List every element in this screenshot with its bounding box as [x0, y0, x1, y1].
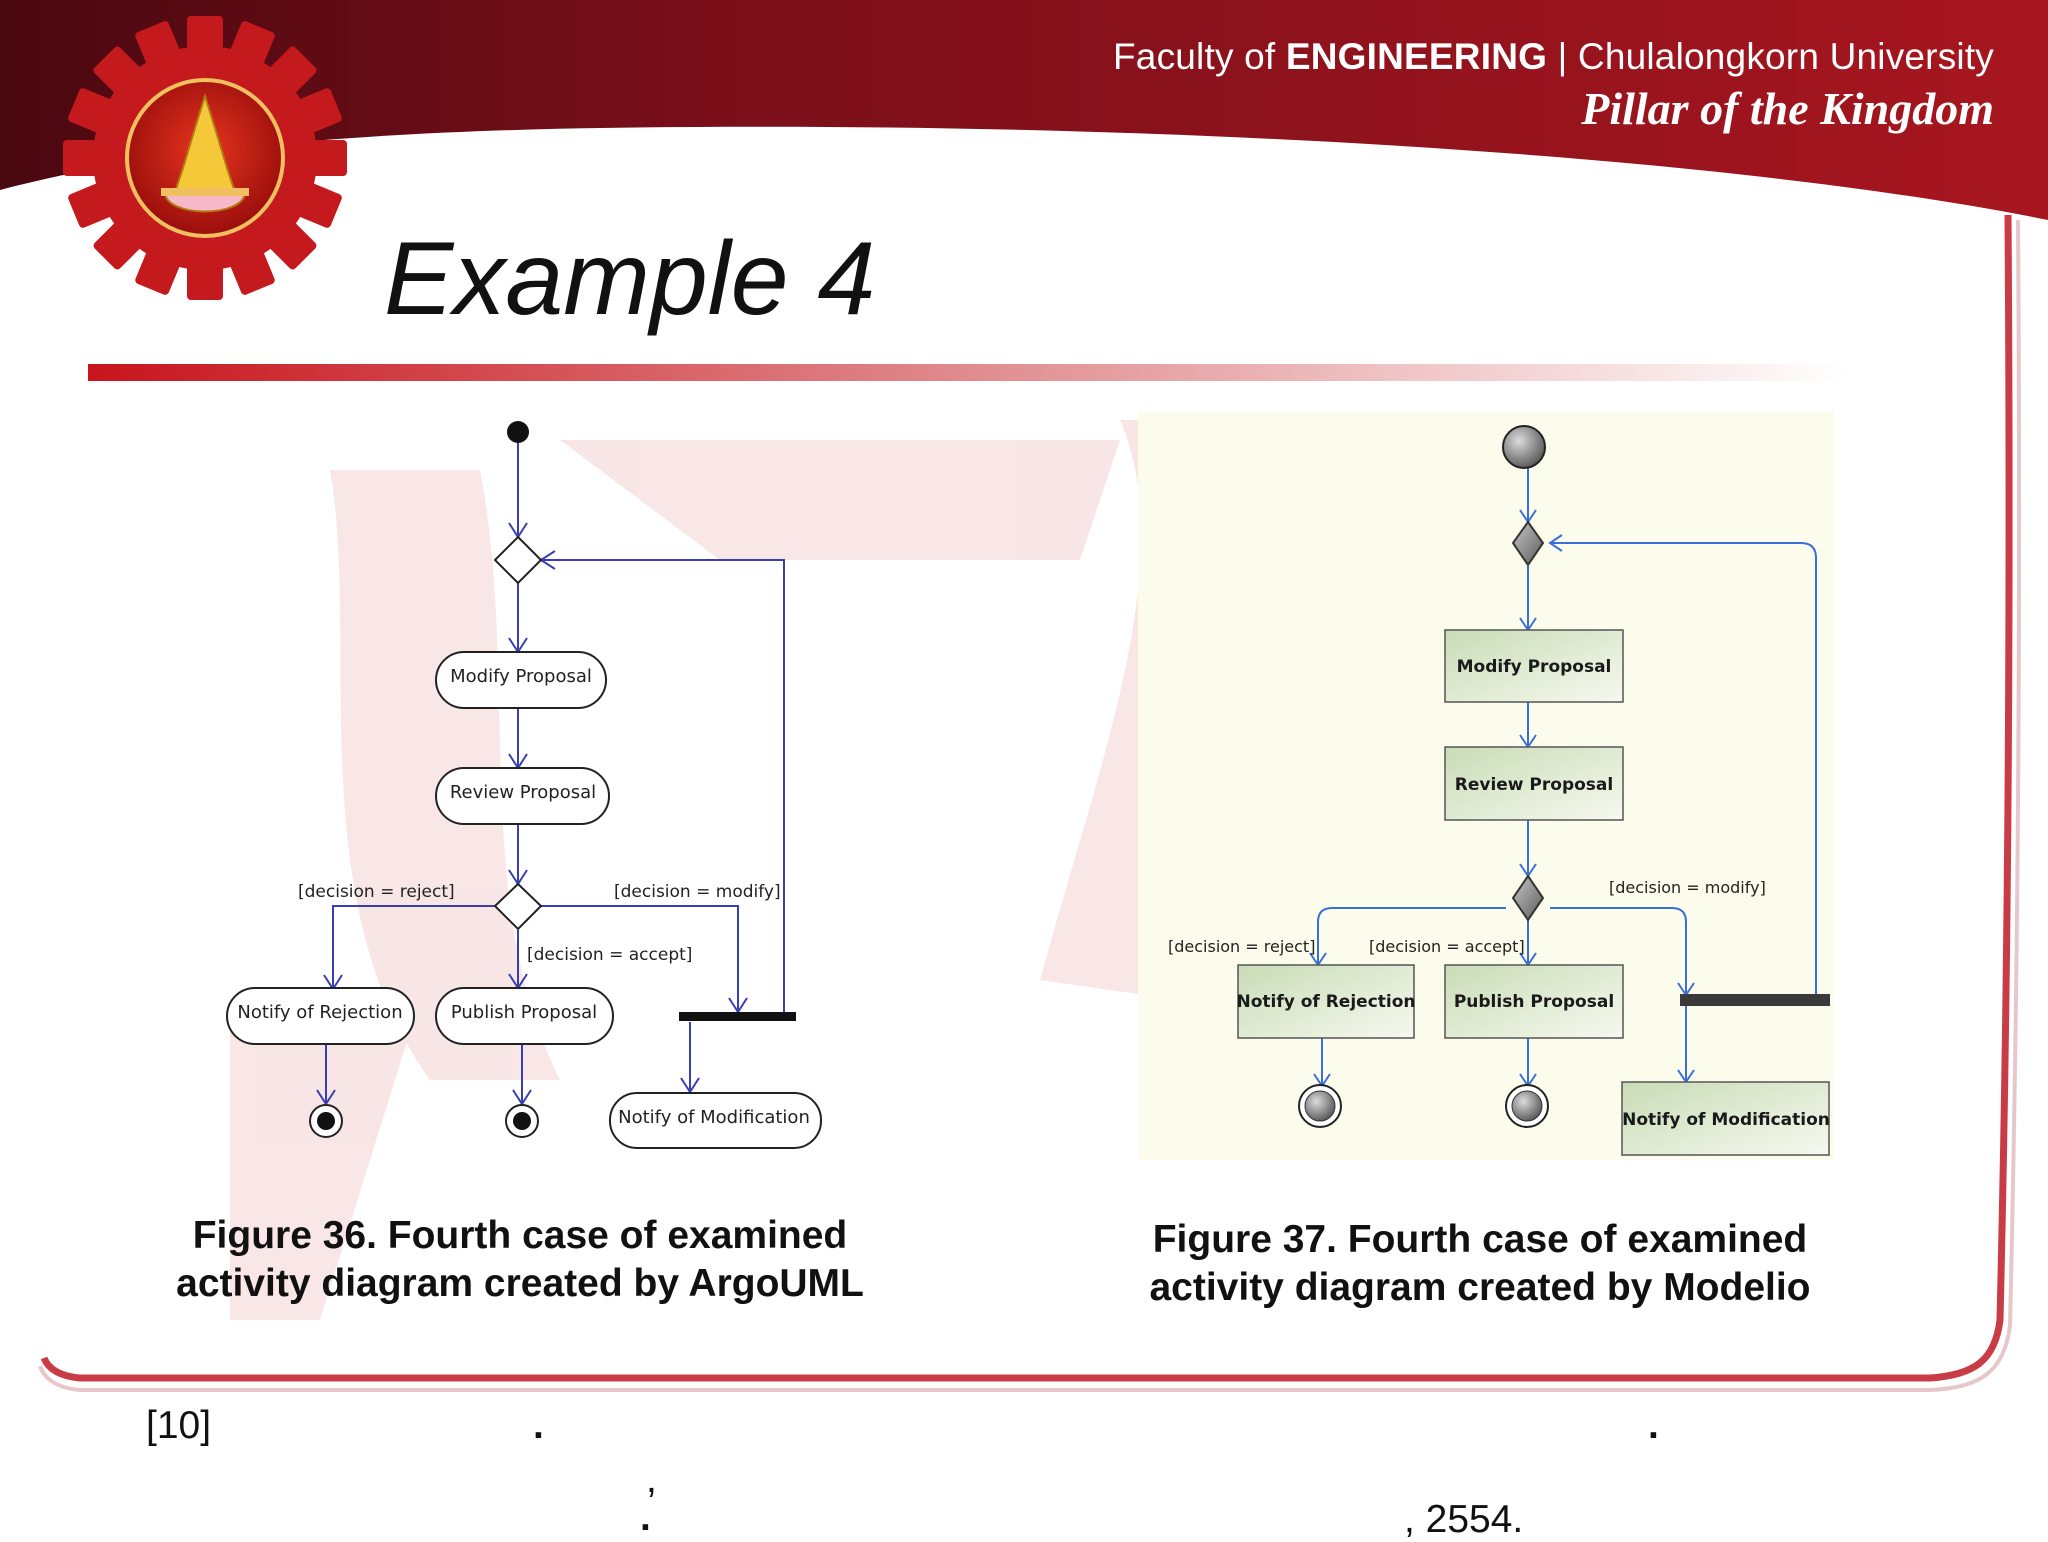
reference-comma: , — [646, 1458, 657, 1501]
modelio-guard-modify: [decision = modify] — [1609, 878, 1766, 897]
action-review-proposal — [435, 767, 610, 825]
modelio-action-notify-modification — [1621, 1081, 1830, 1156]
action-publish-proposal — [435, 987, 614, 1045]
modelio-label-notify-rejection: Notify of Rejection — [1236, 992, 1415, 1012]
figure-36-caption-line1: Figure 36. Fourth case of examined — [192, 1214, 848, 1257]
header-band — [0, 0, 2048, 220]
university-name: | Chulalongkorn University — [1547, 36, 1994, 77]
reference-number: [10] — [146, 1404, 212, 1447]
motto: Pillar of the Kingdom — [1581, 83, 1994, 134]
modelio-action-notify-rejection — [1237, 964, 1415, 1039]
slide-title: Example 4 — [384, 221, 876, 337]
action-notify-rejection — [226, 987, 415, 1045]
reference-dot-1: . — [533, 1404, 544, 1447]
reference-year: , 2554. — [1404, 1498, 1524, 1541]
guard-reject: [decision = reject] — [298, 882, 455, 902]
faculty-name: ENGINEERING — [1285, 36, 1548, 77]
figure-36-caption: Figure 36. Fourth case of examined activ… — [120, 1212, 920, 1308]
label-review-proposal: Review Proposal — [450, 782, 596, 803]
faculty-prefix: Faculty of — [1113, 36, 1286, 77]
modelio-action-review-proposal — [1444, 746, 1624, 821]
modelio-label-review-proposal: Review Proposal — [1455, 775, 1613, 795]
modelio-initial-node — [1502, 425, 1546, 469]
modelio-merge-node — [1511, 520, 1545, 567]
label-notify-rejection: Notify of Rejection — [237, 1002, 402, 1023]
modelio-guard-reject: [decision = reject] — [1168, 937, 1315, 956]
modelio-decision-node — [1511, 874, 1545, 922]
action-modify-proposal — [435, 651, 607, 709]
modelio-action-modify-proposal — [1444, 629, 1624, 703]
reference-dot-2: . — [1648, 1404, 1659, 1447]
guard-accept: [decision = accept] — [527, 945, 692, 965]
merge-node — [493, 535, 543, 585]
modelio-action-publish-proposal — [1444, 964, 1624, 1039]
modelio-label-modify-proposal: Modify Proposal — [1457, 657, 1612, 677]
figure-37-caption: Figure 37. Fourth case of examined activ… — [1080, 1216, 1880, 1312]
guard-modify: [decision = modify] — [614, 882, 781, 902]
modelio-fork-bar — [1680, 994, 1830, 1006]
faculty-header: Faculty of ENGINEERING | Chulalongkorn U… — [1113, 36, 1994, 78]
modelio-final-node-publish — [1505, 1084, 1549, 1128]
reference-dot-3: . — [640, 1496, 651, 1539]
figure-37-caption-line2: activity diagram created by Modelio — [1149, 1266, 1811, 1309]
action-notify-modification — [609, 1092, 822, 1149]
modelio-guard-accept: [decision = accept] — [1369, 937, 1525, 956]
modelio-label-publish-proposal: Publish Proposal — [1454, 992, 1614, 1012]
initial-node — [507, 421, 529, 443]
university-seal-logo — [63, 16, 347, 300]
modelio-label-notify-modification: Notify of Modification — [1622, 1110, 1830, 1130]
figure-37-caption-line1: Figure 37. Fourth case of examined — [1152, 1218, 1808, 1261]
figure-36-caption-line2: activity diagram created by ArgoUML — [176, 1262, 864, 1305]
title-rule — [88, 364, 1848, 381]
final-node-reject — [309, 1104, 343, 1138]
decision-node — [493, 882, 543, 931]
frame-curve — [40, 214, 2013, 1382]
fork-bar — [679, 1012, 796, 1021]
label-publish-proposal: Publish Proposal — [451, 1002, 597, 1023]
label-notify-modification: Notify of Modification — [618, 1107, 810, 1128]
final-node-publish — [505, 1104, 539, 1138]
label-modify-proposal: Modify Proposal — [450, 666, 592, 687]
modelio-final-node-reject — [1298, 1084, 1342, 1128]
